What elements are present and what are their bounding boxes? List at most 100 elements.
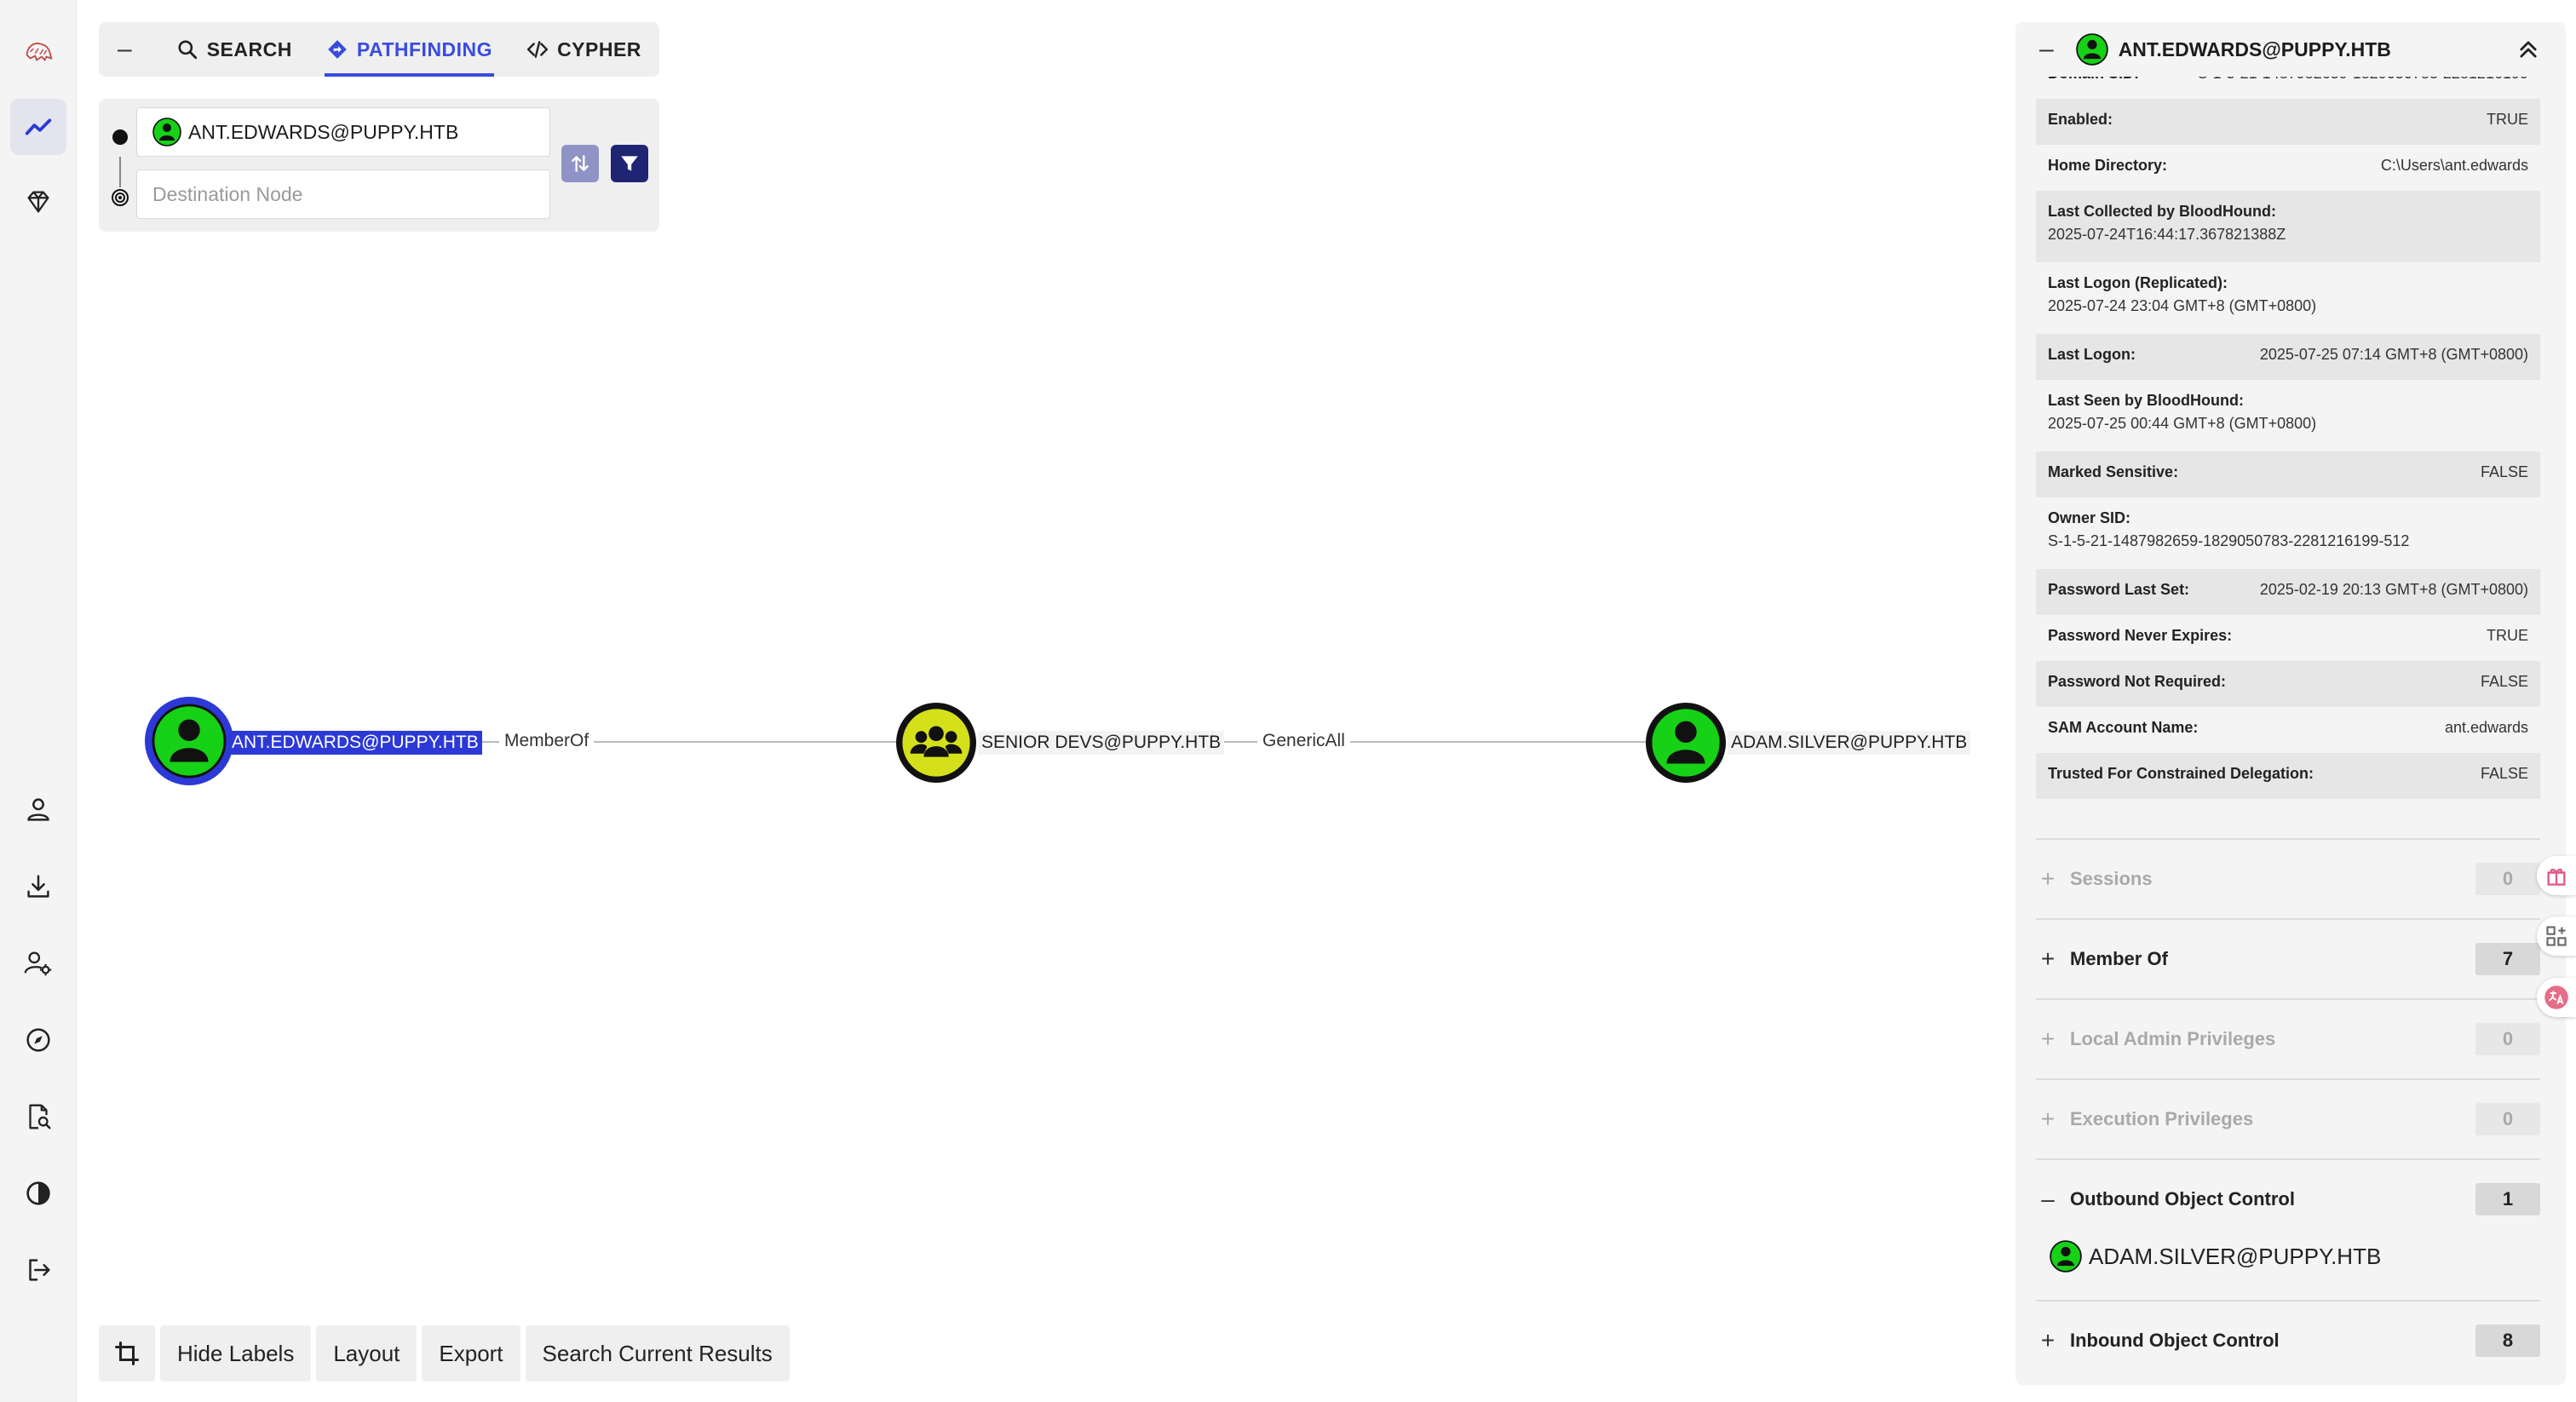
expand-icon: +	[2040, 1106, 2056, 1132]
gift-icon	[2547, 868, 2566, 886]
property-key: Last Logon:	[2048, 346, 2136, 363]
tab-pathfinding[interactable]: PATHFINDING	[324, 22, 495, 77]
expand-icon: +	[2040, 1327, 2056, 1353]
source-dot-icon	[112, 129, 128, 145]
tab-cypher-label: CYPHER	[557, 37, 641, 60]
section-title: Local Admin Privileges	[2070, 1028, 2276, 1049]
group-node-icon	[900, 706, 973, 779]
property-key: Password Last Set:	[2048, 581, 2190, 598]
property-key: Last Collected by BloodHound:	[2048, 203, 2276, 220]
property-row: Trusted For Constrained Delegation: FALS…	[2036, 753, 2540, 799]
extension-gift-button[interactable]	[2537, 856, 2576, 895]
tab-cypher[interactable]: CYPHER	[526, 22, 641, 77]
compass-icon	[26, 1028, 50, 1052]
export-button[interactable]: Export	[422, 1325, 520, 1382]
user-node-icon	[2050, 1240, 2082, 1273]
outbound-control-item-label: ADAM.SILVER@PUPPY.HTB	[2089, 1243, 2382, 1269]
graph-canvas[interactable]: MemberOf GenericAll ANT.EDWARDS@PUPPY.HT…	[77, 238, 2010, 1295]
section-execution-privileges[interactable]: + Execution Privileges 0	[2036, 1078, 2540, 1158]
property-row: Home Directory: C:\Users\ant.edwards	[2036, 145, 2540, 191]
destination-node-placeholder: Destination Node	[152, 182, 303, 205]
path-connector	[119, 157, 121, 187]
property-value: 2025-07-24 23:04 GMT+8 (GMT+0800)	[2048, 297, 2317, 314]
section-count-badge: 0	[2475, 1103, 2540, 1135]
property-value: S-1-5-21-1487982659-1829050783-228121619…	[2048, 532, 2410, 549]
section-local-admin-privileges[interactable]: + Local Admin Privileges 0	[2036, 998, 2540, 1078]
property-value: 2025-07-25 00:44 GMT+8 (GMT+0800)	[2048, 415, 2317, 432]
property-value: TRUE	[2487, 627, 2528, 644]
nav-explore[interactable]	[10, 99, 66, 155]
nav-logout[interactable]	[10, 1242, 66, 1298]
contrast-icon	[26, 1181, 50, 1205]
section-count-badge: 0	[2475, 1023, 2540, 1055]
graph-toolbar: Hide Labels Layout Export Search Current…	[99, 1325, 790, 1382]
translate-icon	[2544, 985, 2568, 1009]
nav-administration[interactable]	[10, 935, 66, 991]
graph-node-label[interactable]: ANT.EDWARDS@PUPPY.HTB	[228, 731, 482, 755]
swap-nodes-button[interactable]	[561, 145, 599, 182]
edge-memberof-line[interactable]	[230, 741, 963, 743]
nav-api-explorer[interactable]	[10, 1012, 66, 1068]
nav-documentation[interactable]	[10, 1089, 66, 1145]
property-row: Password Never Expires: TRUE	[2036, 615, 2540, 661]
tab-search[interactable]: SEARCH	[176, 22, 292, 77]
section-title: Inbound Object Control	[2070, 1330, 2280, 1351]
search-current-results-button[interactable]: Search Current Results	[525, 1325, 790, 1382]
expand-icon: +	[2040, 1026, 2056, 1052]
section-member-of[interactable]: + Member Of 7	[2036, 918, 2540, 998]
property-value: FALSE	[2480, 463, 2528, 480]
hide-labels-button[interactable]: Hide Labels	[160, 1325, 312, 1382]
nav-dark-mode-toggle[interactable]	[10, 1165, 66, 1221]
collapse-panel-button[interactable]: –	[2039, 35, 2054, 63]
filter-icon	[621, 156, 638, 171]
bloodhound-logo[interactable]	[10, 22, 66, 78]
graph-node-label[interactable]: SENIOR DEVS@PUPPY.HTB	[978, 731, 1225, 755]
property-value: TRUE	[2487, 111, 2528, 128]
user-icon	[27, 798, 49, 821]
property-key: Home Directory:	[2048, 157, 2168, 174]
edge-filter-button[interactable]	[611, 145, 648, 182]
swap-icon	[572, 155, 589, 172]
property-row: Last Collected by BloodHound: 2025-07-24…	[2036, 191, 2540, 262]
pathfinding-panel: ANT.EDWARDS@PUPPY.HTB Destination Node	[99, 99, 659, 232]
graph-node-label[interactable]: ADAM.SILVER@PUPPY.HTB	[1728, 731, 1971, 755]
destination-node-input[interactable]: Destination Node	[136, 170, 550, 219]
extension-translate-button[interactable]	[2537, 978, 2576, 1017]
doc-search-icon	[29, 1104, 51, 1129]
section-sessions[interactable]: + Sessions 0	[2036, 838, 2540, 918]
edge-genericall-line[interactable]	[1005, 741, 1704, 743]
section-inbound-object-control[interactable]: + Inbound Object Control 8	[2036, 1300, 2540, 1380]
source-node-input[interactable]: ANT.EDWARDS@PUPPY.HTB	[136, 107, 550, 157]
graph-node-user[interactable]	[145, 697, 233, 785]
edge-label[interactable]: MemberOf	[499, 731, 595, 751]
nav-group-management[interactable]	[10, 174, 66, 230]
section-count-badge: 1	[2475, 1183, 2540, 1215]
graph-node-user[interactable]	[1646, 703, 1726, 783]
section-title: Sessions	[2070, 868, 2153, 889]
trend-icon	[25, 118, 52, 135]
destination-target-icon	[112, 189, 129, 206]
collapse-search-button[interactable]: –	[118, 35, 132, 63]
edge-label[interactable]: GenericAll	[1257, 731, 1350, 751]
layout-button[interactable]: Layout	[316, 1325, 417, 1382]
nav-download-collectors[interactable]	[10, 859, 66, 915]
crop-view-button[interactable]	[99, 1325, 155, 1382]
apps-grid-icon	[2546, 926, 2567, 946]
nav-profile[interactable]	[10, 782, 66, 838]
property-key: Last Seen by BloodHound:	[2048, 392, 2245, 409]
property-row: Last Logon: 2025-07-25 07:14 GMT+8 (GMT+…	[2036, 334, 2540, 380]
user-gear-icon	[24, 951, 52, 976]
entity-panel-title: ANT.EDWARDS@PUPPY.HTB	[2118, 37, 2391, 60]
section-outbound-object-control[interactable]: – Outbound Object Control 1	[2036, 1158, 2540, 1238]
extension-grid-button[interactable]	[2537, 916, 2576, 956]
property-value: FALSE	[2480, 673, 2528, 690]
tab-pathfinding-label: PATHFINDING	[356, 37, 493, 60]
code-icon	[527, 41, 549, 58]
property-key: Enabled:	[2048, 111, 2113, 128]
property-value: 2025-07-24T16:44:17.367821388Z	[2048, 226, 2286, 243]
graph-node-group[interactable]	[896, 703, 976, 783]
chevron-double-up-icon[interactable]	[2516, 37, 2540, 61]
user-node-icon	[1649, 706, 1722, 779]
property-row: SAM Account Name: ant.edwards	[2036, 707, 2540, 753]
outbound-control-item[interactable]: ADAM.SILVER@PUPPY.HTB	[2050, 1240, 2381, 1273]
